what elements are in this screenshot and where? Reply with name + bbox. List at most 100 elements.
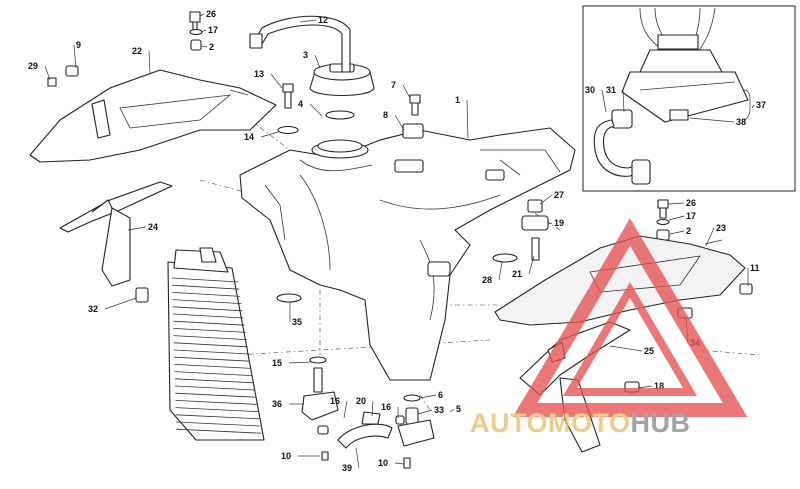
fuel-tap-assembly bbox=[301, 356, 435, 469]
watermark-hub: HUB bbox=[631, 408, 691, 438]
callout-c32: 32 bbox=[88, 304, 98, 314]
callout-c39: 39 bbox=[342, 463, 352, 473]
callout-c9: 9 bbox=[76, 40, 81, 50]
leader-line-c21 bbox=[528, 255, 535, 275]
leader-line-c26a bbox=[199, 13, 205, 17]
callout-c2a: 2 bbox=[209, 42, 214, 52]
callout-c2b: 2 bbox=[686, 226, 691, 236]
leader-line-c16a bbox=[343, 400, 348, 419]
leader-line-c38 bbox=[689, 117, 735, 123]
leader-line-c37 bbox=[751, 104, 755, 109]
callout-c29: 29 bbox=[28, 61, 38, 71]
pump-fitting bbox=[611, 109, 633, 129]
leader-line-c31 bbox=[622, 89, 625, 113]
pump-outlet bbox=[669, 109, 689, 121]
callout-c26b: 26 bbox=[686, 198, 696, 208]
leader-line-c13 bbox=[270, 73, 283, 89]
pump-housing bbox=[639, 49, 723, 73]
pump-flange bbox=[621, 71, 749, 123]
watermark-inner-triangle-icon bbox=[563, 282, 697, 396]
radiator-fin bbox=[175, 400, 257, 405]
callout-c6: 6 bbox=[438, 390, 443, 400]
watermark-auto: AUTO bbox=[470, 408, 548, 438]
radiator-fin bbox=[175, 421, 261, 427]
leader-line-c2a bbox=[201, 45, 208, 48]
radiator-fin bbox=[171, 277, 239, 283]
radiator-fin bbox=[172, 299, 242, 304]
radiator-fin bbox=[172, 306, 243, 312]
hardware bbox=[47, 11, 753, 393]
watermark-logo: AUTOMOTOHUB bbox=[470, 218, 748, 438]
side-cover-22 bbox=[29, 69, 277, 163]
leader-line-c8 bbox=[394, 114, 405, 131]
callout-c33: 33 bbox=[434, 405, 444, 415]
radiator-fin bbox=[175, 392, 256, 398]
leader-line-c23 bbox=[705, 227, 715, 247]
callout-c25: 25 bbox=[644, 346, 654, 356]
leader-line-c1 bbox=[466, 99, 469, 139]
radiator-fin bbox=[175, 414, 259, 420]
watermark-triangle-icon bbox=[512, 218, 748, 417]
radiator-fin bbox=[174, 385, 255, 391]
callout-c16b: 16 bbox=[381, 402, 391, 412]
callout-c37: 37 bbox=[756, 100, 766, 110]
callout-c4: 4 bbox=[298, 99, 303, 109]
radiator-fin bbox=[176, 428, 262, 434]
callout-c36: 36 bbox=[272, 399, 282, 409]
callout-c8: 8 bbox=[383, 110, 388, 120]
leader-line-c14 bbox=[260, 131, 279, 138]
callout-c12: 12 bbox=[318, 15, 328, 25]
callout-c13: 13 bbox=[254, 69, 264, 79]
radiator bbox=[167, 247, 265, 441]
callout-c14: 14 bbox=[244, 132, 254, 142]
leader-line-c15 bbox=[288, 361, 313, 364]
callout-c3: 3 bbox=[303, 50, 308, 60]
radiator-fin bbox=[172, 284, 240, 290]
callout-c15: 15 bbox=[272, 358, 282, 368]
bracket-24 bbox=[59, 181, 173, 287]
leader-line-c5 bbox=[449, 408, 455, 413]
callout-c27: 27 bbox=[554, 190, 564, 200]
leader-line-c26b bbox=[667, 202, 685, 205]
callout-c31: 31 bbox=[606, 85, 616, 95]
leader-line-c30 bbox=[601, 89, 607, 113]
radiator-fin bbox=[173, 335, 247, 340]
callout-c11: 11 bbox=[750, 263, 760, 273]
leader-line-c29 bbox=[44, 65, 51, 81]
callout-c10a: 10 bbox=[281, 451, 291, 461]
callout-c26a: 26 bbox=[206, 9, 216, 19]
leader-line-c27 bbox=[539, 194, 553, 205]
callout-c21: 21 bbox=[512, 269, 522, 279]
watermark-moto: MOTO bbox=[548, 408, 631, 438]
radiator-fin bbox=[173, 349, 250, 355]
fuel-tank bbox=[239, 127, 576, 381]
radiator-fin bbox=[174, 378, 254, 384]
radiator-fin bbox=[175, 407, 258, 412]
callout-c10b: 10 bbox=[378, 458, 388, 468]
leader-line-c9 bbox=[73, 44, 77, 69]
callout-c5: 5 bbox=[456, 404, 461, 414]
leader-line-c17a bbox=[200, 29, 207, 33]
leader-line-c20 bbox=[371, 400, 374, 417]
callout-c16a: 16 bbox=[330, 396, 340, 406]
leader-line-c33 bbox=[417, 409, 433, 415]
radiator-fin bbox=[174, 364, 252, 369]
callout-c17b: 17 bbox=[686, 211, 696, 221]
radiator-fin bbox=[174, 356, 251, 362]
leader-line-c24 bbox=[127, 226, 147, 231]
leader-line-c28 bbox=[498, 261, 503, 281]
fuel-cap-assembly bbox=[249, 15, 375, 120]
radiator-fin bbox=[172, 292, 241, 297]
leader-line-c2b bbox=[669, 230, 685, 235]
callout-c38: 38 bbox=[736, 117, 746, 127]
callout-c22: 22 bbox=[132, 46, 142, 56]
leader-line-c7 bbox=[402, 84, 411, 99]
callout-c19: 19 bbox=[554, 218, 564, 228]
watermark-brand: AUTOMOTOHUB bbox=[470, 408, 691, 438]
leader-line-c18 bbox=[637, 385, 653, 389]
leader-line-c4 bbox=[309, 103, 323, 117]
radiator-fin bbox=[174, 371, 253, 376]
callout-c20: 20 bbox=[356, 396, 366, 406]
